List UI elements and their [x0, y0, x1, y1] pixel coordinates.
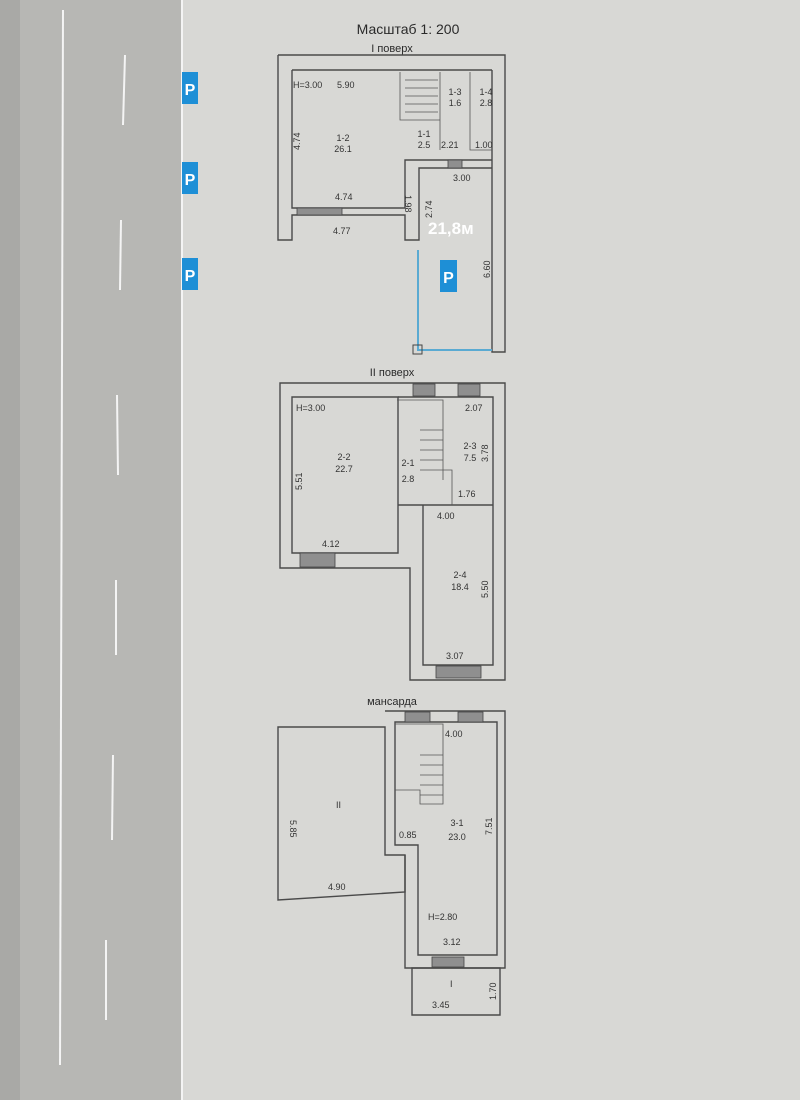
plan-label: 3.07 [446, 651, 464, 661]
floor-2-plan: II поверх H=3.00 5.51 4.12 2.07 3.78 1.7… [279, 367, 506, 681]
plan-label: 1.98 [403, 195, 413, 213]
attic-plan: мансарда 4.00 5.85 4.90 0.85 7.51 3.12 3… [277, 696, 506, 1016]
garage-area-label: 21,8м [428, 219, 474, 238]
road [20, 0, 183, 1100]
plan-label: 7.51 [484, 817, 494, 835]
plan-label: 2.8 [480, 98, 493, 108]
plan-label: 4.74 [292, 132, 302, 150]
parking-badge-2: P [182, 162, 198, 194]
floor-1-title: I поверх [371, 43, 413, 55]
plan-label: 5.85 [288, 820, 298, 838]
plan-label: 2-3 [463, 441, 476, 451]
plan-label: II [336, 800, 341, 810]
plan-label: 2.74 [424, 200, 434, 218]
parking-badge-1: P [182, 72, 198, 104]
plan-label: 2.21 [441, 140, 459, 150]
plan-label: 3.12 [443, 937, 461, 947]
plan-label: 2-1 [401, 458, 414, 468]
attic-title: мансарда [367, 696, 418, 708]
plan-label: 2-4 [453, 570, 466, 580]
garage-outline [417, 250, 492, 351]
floor-1-plan: I поверх H=3.00 5.90 4.74 4.74 4.77 1.98… [277, 43, 506, 355]
road-center-dashes [105, 54, 126, 1020]
plan-label: 4.12 [322, 539, 340, 549]
plan-label: P [185, 82, 196, 99]
floor-2-title: II поверх [370, 367, 415, 379]
plan-label: 3-1 [450, 818, 463, 828]
plan-label: 5.90 [337, 80, 355, 90]
plan-label: 5.50 [480, 580, 490, 598]
plan-label: 4.77 [333, 226, 351, 236]
plan-label: I [450, 979, 453, 989]
plan-label: 5.51 [294, 472, 304, 490]
plan-label: 1-1 [417, 129, 430, 139]
plan-label: 1.70 [488, 982, 498, 1000]
left-edge [0, 0, 20, 1100]
plan-label: 2.5 [418, 140, 431, 150]
plan-label: 1-4 [479, 87, 492, 97]
floor-2-height: H=3.00 [296, 403, 325, 413]
plan-label: 1-2 [336, 133, 349, 143]
plan-label: 1.76 [458, 489, 476, 499]
parking-badge-garage: P [440, 260, 457, 292]
plan-label: 7.5 [464, 453, 477, 463]
plan-label: 23.0 [448, 832, 466, 842]
plan-label: 18.4 [451, 582, 469, 592]
plan-label: 0.85 [399, 830, 417, 840]
plan-label: P [185, 172, 196, 189]
plan-label: 4.00 [445, 729, 463, 739]
plan-label: 2-2 [337, 452, 350, 462]
parking-badge-3: P [182, 258, 198, 290]
plan-label: P [185, 268, 196, 285]
plan-label: 4.74 [335, 192, 353, 202]
floor-1-height: H=3.00 [293, 80, 322, 90]
plan-label: 1-3 [448, 87, 461, 97]
plan-label: 3.45 [432, 1000, 450, 1010]
plan-label: 22.7 [335, 464, 353, 474]
road-line-left [59, 9, 64, 1066]
plan-label: 1.00 [475, 140, 493, 150]
plan-label: P [443, 270, 454, 287]
plan-label: 6.60 [482, 260, 492, 278]
plan-label: 4.90 [328, 882, 346, 892]
plan-label: 26.1 [334, 144, 352, 154]
plan-label: 3.78 [480, 444, 490, 462]
plan-label: 2.8 [402, 474, 415, 484]
plan-label: 3.00 [453, 173, 471, 183]
plan-label: 4.00 [437, 511, 455, 521]
plan-label: 2.07 [465, 403, 483, 413]
scale-title: Масштаб 1: 200 [357, 21, 460, 37]
plan-label: 1.6 [449, 98, 462, 108]
attic-height: H=2.80 [428, 912, 457, 922]
